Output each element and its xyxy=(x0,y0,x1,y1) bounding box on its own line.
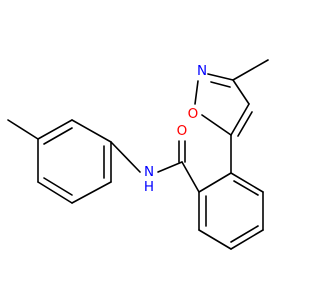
atom-label-isoxazole-nitrogen: N xyxy=(197,63,207,79)
bond-isoxazole-c4-c3 xyxy=(232,79,250,105)
bond-isoxazole-c3-n-inner xyxy=(210,81,231,88)
bond-tolyl-methyl xyxy=(7,119,39,140)
bond-isoxazole-n-o xyxy=(194,80,199,105)
atom-labels: O N O N H xyxy=(144,63,207,195)
bond-tolyl-ring-1 xyxy=(37,119,73,140)
atom-label-isoxazole-oxygen: O xyxy=(188,106,199,122)
bond-benzene-1 xyxy=(198,172,232,193)
bond-tolyl-ring-1-inner xyxy=(43,127,73,145)
atom-label-carbonyl-oxygen: O xyxy=(177,123,188,139)
bonds xyxy=(7,59,269,250)
bond-isoxazole-methyl xyxy=(232,59,269,81)
bond-tolyl-to-nh xyxy=(110,141,141,173)
bond-isoxazole-c5-o xyxy=(201,114,232,136)
bond-benzene-2-inner xyxy=(233,180,259,196)
bond-isoxazole-c5-c4-inner xyxy=(237,111,253,137)
bond-isoxazole-c3-n xyxy=(207,73,234,81)
molecule-structure-diagram: O N O N H xyxy=(7,59,269,250)
atom-label-amide-nitrogen: N xyxy=(144,164,154,180)
atom-label-amide-hydrogen: H xyxy=(144,179,154,195)
bond-benzene-5 xyxy=(198,229,232,250)
bond-tolyl-ring-5-inner xyxy=(43,177,73,196)
bond-tolyl-ring-5 xyxy=(37,181,73,204)
bond-benzene-4-inner xyxy=(230,225,259,243)
bond-carbonyl-to-benzene xyxy=(181,161,200,193)
bond-tolyl-ring-2 xyxy=(71,119,112,143)
bond-nh-to-carbonyl xyxy=(157,161,183,173)
bond-benzene-2 xyxy=(230,172,264,193)
bond-tolyl-ring-4 xyxy=(71,181,112,204)
bond-benzene-4 xyxy=(230,229,264,250)
bond-isoxazole-c5-c4 xyxy=(230,103,250,136)
